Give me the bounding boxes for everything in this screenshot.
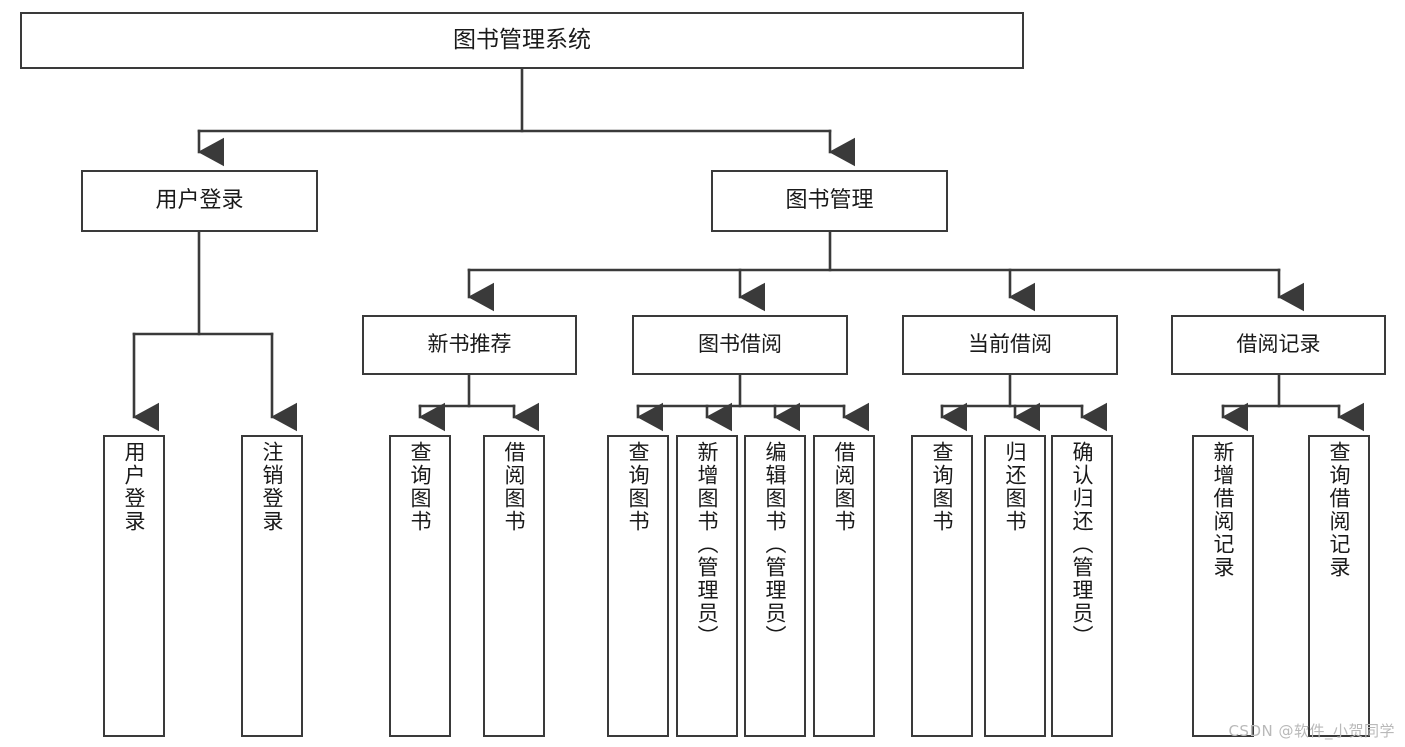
- node-leaf-edit-book-admin-label: 编辑图书（管理员）: [763, 441, 788, 648]
- node-leaf-user-login[interactable]: 用户登录: [103, 435, 165, 737]
- node-book-manage[interactable]: 图书管理: [711, 170, 948, 232]
- node-leaf-edit-book-admin[interactable]: 编辑图书（管理员）: [744, 435, 806, 737]
- node-leaf-add-book-admin[interactable]: 新增图书（管理员）: [676, 435, 738, 737]
- node-root[interactable]: 图书管理系统: [20, 12, 1024, 69]
- node-leaf-user-login-label: 用户登录: [122, 441, 147, 533]
- node-leaf-logout-login[interactable]: 注销登录: [241, 435, 303, 737]
- node-leaf-query-borrow-record-label: 查询借阅记录: [1327, 441, 1352, 579]
- node-current-borrow[interactable]: 当前借阅: [902, 315, 1118, 375]
- node-book-borrow[interactable]: 图书借阅: [632, 315, 848, 375]
- node-leaf-confirm-return-admin[interactable]: 确认归还（管理员）: [1051, 435, 1113, 737]
- watermark: CSDN @软件_小贺同学: [1228, 722, 1395, 740]
- node-user-login[interactable]: 用户登录: [81, 170, 318, 232]
- node-current-borrow-label: 当前借阅: [968, 332, 1052, 357]
- node-leaf-return-book-label: 归还图书: [1003, 441, 1028, 533]
- node-book-borrow-label: 图书借阅: [698, 332, 782, 357]
- node-new-book-recommend[interactable]: 新书推荐: [362, 315, 577, 375]
- node-leaf-borrow-book-2[interactable]: 借阅图书: [813, 435, 875, 737]
- node-leaf-borrow-book-1[interactable]: 借阅图书: [483, 435, 545, 737]
- node-new-book-recommend-label: 新书推荐: [427, 332, 512, 357]
- node-root-label: 图书管理系统: [453, 26, 591, 53]
- node-leaf-query-borrow-record[interactable]: 查询借阅记录: [1308, 435, 1370, 737]
- node-leaf-query-book-3[interactable]: 查询图书: [911, 435, 973, 737]
- node-borrow-record-label: 借阅记录: [1236, 332, 1321, 357]
- node-leaf-return-book[interactable]: 归还图书: [984, 435, 1046, 737]
- node-leaf-borrow-book-2-label: 借阅图书: [832, 441, 857, 533]
- node-leaf-add-borrow-record[interactable]: 新增借阅记录: [1192, 435, 1254, 737]
- node-leaf-confirm-return-admin-label: 确认归还（管理员）: [1070, 441, 1095, 648]
- node-leaf-query-book-1-label: 查询图书: [408, 441, 433, 533]
- node-leaf-borrow-book-1-label: 借阅图书: [502, 441, 527, 533]
- node-user-login-label: 用户登录: [155, 187, 244, 213]
- node-leaf-query-book-1[interactable]: 查询图书: [389, 435, 451, 737]
- node-book-manage-label: 图书管理: [785, 187, 874, 213]
- node-leaf-query-book-3-label: 查询图书: [930, 441, 955, 533]
- node-leaf-add-borrow-record-label: 新增借阅记录: [1211, 441, 1236, 579]
- node-leaf-query-book-2-label: 查询图书: [626, 441, 651, 533]
- node-leaf-query-book-2[interactable]: 查询图书: [607, 435, 669, 737]
- node-leaf-logout-login-label: 注销登录: [260, 441, 285, 533]
- node-borrow-record[interactable]: 借阅记录: [1171, 315, 1386, 375]
- node-leaf-add-book-admin-label: 新增图书（管理员）: [695, 441, 720, 648]
